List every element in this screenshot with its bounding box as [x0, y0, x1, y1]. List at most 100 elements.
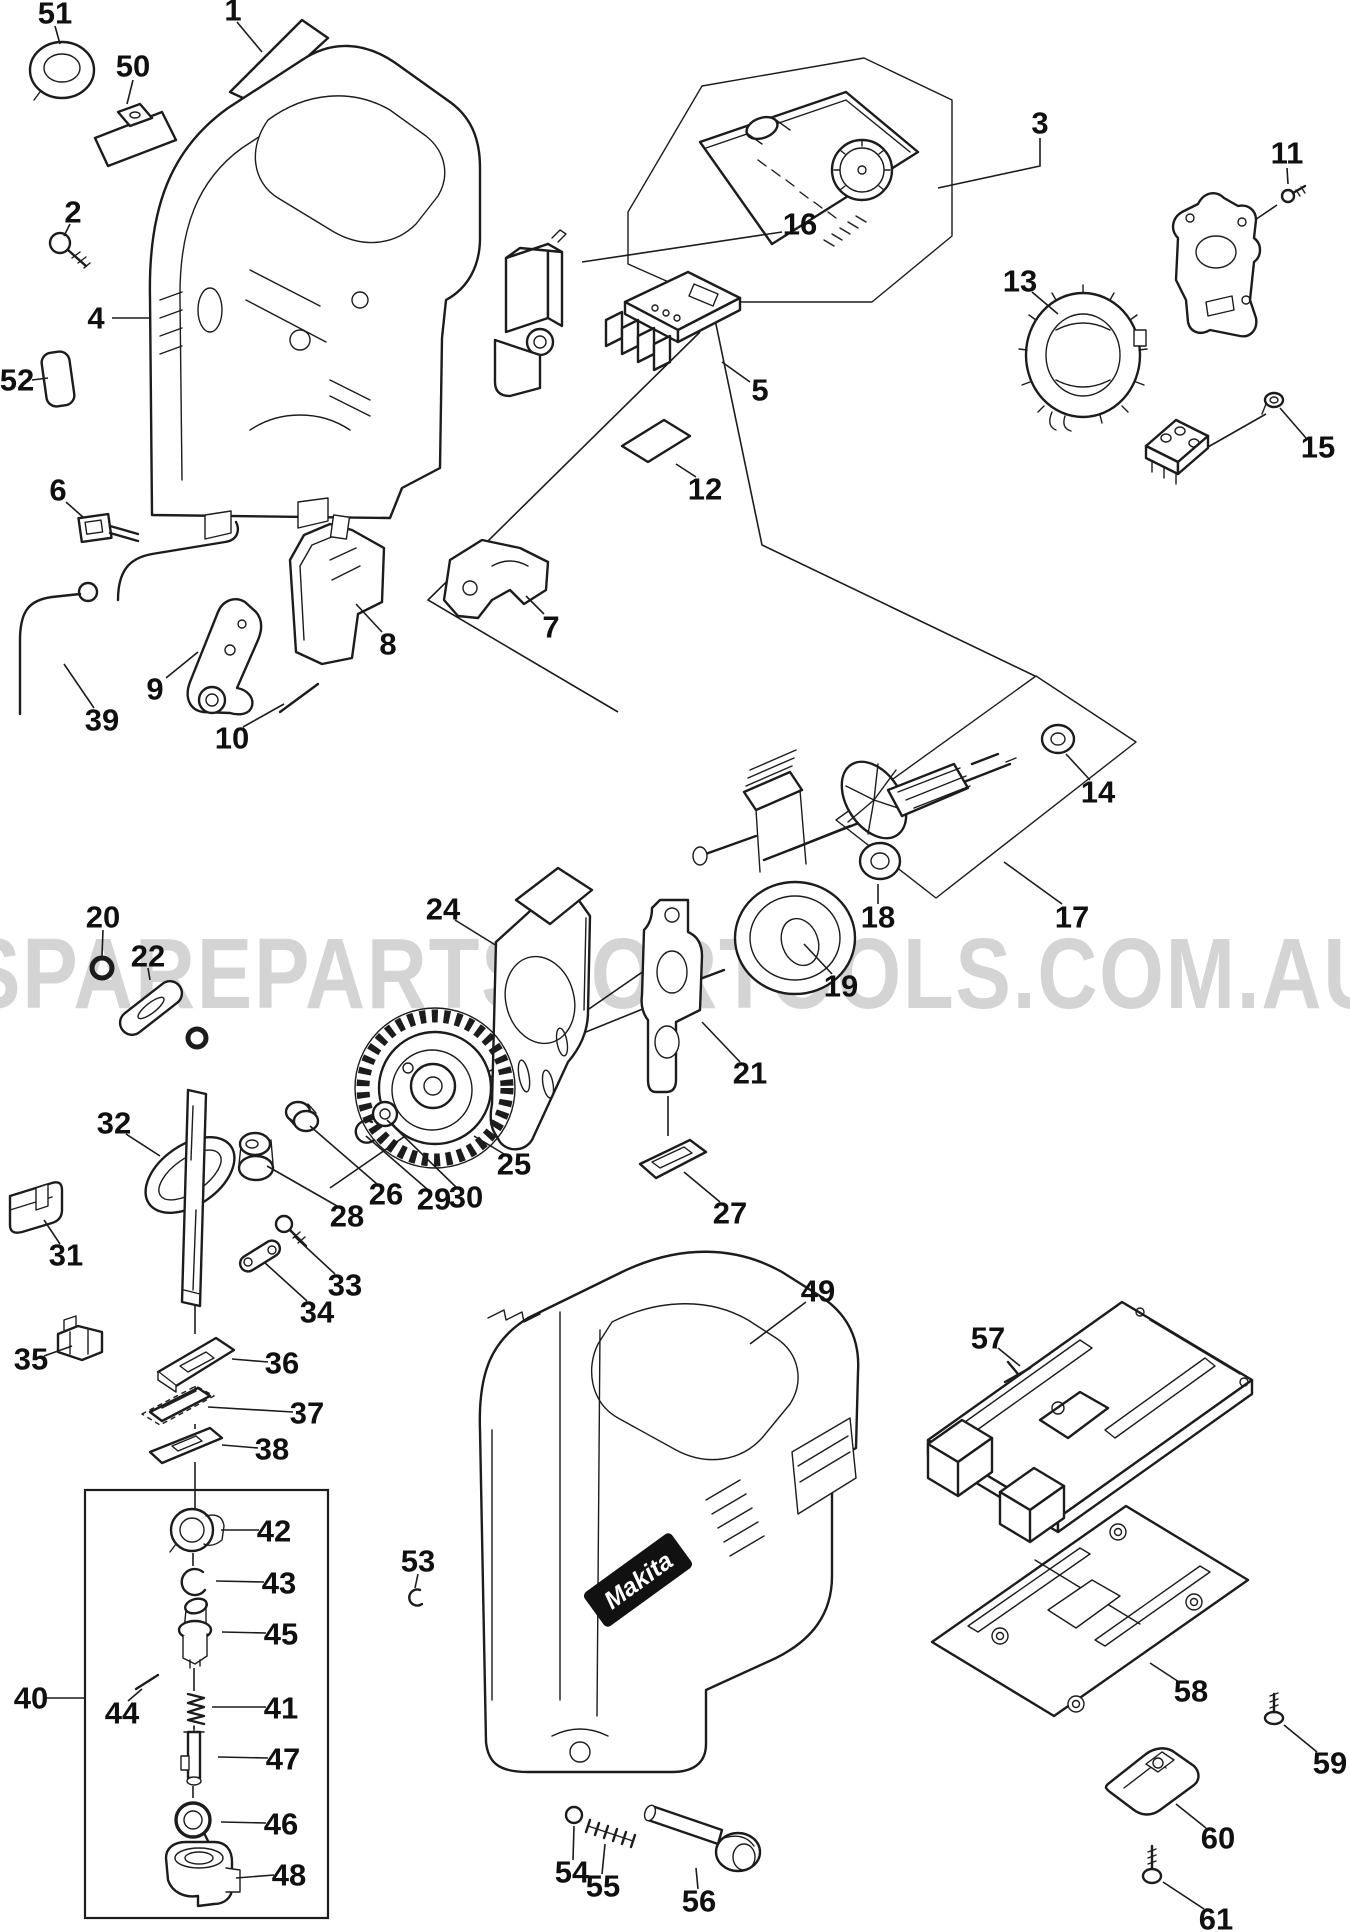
part-37-pad [141, 1385, 215, 1426]
callout-number-45: 45 [264, 1617, 298, 1652]
leader-line-3 [937, 138, 1041, 189]
leader-line-16 [581, 231, 783, 263]
part-55-spring [584, 1818, 637, 1849]
leader-line-58 [1149, 1662, 1180, 1683]
callout-number-9: 9 [146, 672, 163, 707]
callout-number-51: 51 [38, 0, 72, 31]
leader-line-17 [1003, 861, 1063, 905]
callout-number-17: 17 [1055, 900, 1089, 935]
callout-number-61: 61 [1199, 1902, 1233, 1932]
callout-number-2: 2 [64, 195, 81, 230]
leader-line-24 [454, 919, 498, 947]
leader-line-52 [31, 377, 49, 381]
leader-line-60 [1175, 1803, 1207, 1829]
part-12-pad [620, 418, 692, 464]
part-26-nut [284, 1100, 320, 1133]
leader-line-48 [235, 1874, 275, 1879]
leader-line-12 [675, 463, 697, 478]
callout-number-16: 16 [783, 207, 817, 242]
callout-number-44: 44 [105, 1696, 140, 1731]
callout-number-48: 48 [272, 1858, 306, 1893]
part-46-retainer-ring [174, 1801, 212, 1847]
callout-number-11: 11 [1271, 136, 1304, 171]
leader-line-28 [266, 1165, 338, 1207]
part-30-washer [371, 1100, 399, 1128]
callout-number-13: 13 [1003, 264, 1037, 299]
leader-line-19 [803, 943, 833, 975]
leader-line-54 [572, 1825, 575, 1861]
callout-number-53: 53 [401, 1544, 435, 1579]
callout-number-26: 26 [369, 1177, 403, 1212]
part-25-gear [354, 1007, 516, 1169]
part-42-flanged-ring [169, 1507, 225, 1553]
leader-line-33 [293, 1235, 336, 1275]
leader-line-43 [215, 1580, 265, 1583]
part-60-blade-clamp [1104, 1747, 1200, 1816]
leader-line-51 [54, 25, 61, 45]
callout-number-28: 28 [330, 1199, 364, 1234]
callout-number-38: 38 [255, 1432, 289, 1467]
part-53-clip [408, 1588, 424, 1607]
part-36-slider-pad [156, 1336, 236, 1393]
part-35-holder-clamp [56, 1315, 104, 1362]
part-6-connector [77, 512, 140, 544]
part-31-clamp-shoe [8, 1181, 64, 1234]
callout-number-55: 55 [586, 1869, 620, 1904]
leader-line-1 [236, 21, 263, 53]
part-11-screw [1280, 184, 1307, 204]
leader-line-8 [355, 603, 383, 633]
leader-line-46 [220, 1821, 267, 1824]
part-17-armature-box [835, 675, 1137, 899]
leader-line-10 [242, 703, 285, 728]
part-2-screw [48, 231, 91, 269]
part-57-base-assembly [926, 1300, 1254, 1544]
callout-number-47: 47 [266, 1742, 300, 1777]
leader-line-25 [473, 1135, 505, 1155]
callout-number-52: 52 [0, 363, 34, 398]
part-14-bearing [1040, 723, 1076, 755]
leader-line-47 [217, 1756, 269, 1759]
leader-line-44 [127, 1688, 143, 1702]
part-18-bearing [858, 841, 902, 881]
callout-number-43: 43 [262, 1566, 296, 1601]
callout-number-39: 39 [85, 703, 119, 738]
callout-number-1: 1 [224, 0, 241, 28]
callout-number-10: 10 [215, 721, 249, 756]
leader-line-14 [1065, 753, 1091, 781]
part-3-controller-assembly [627, 57, 953, 303]
part-20-o-ring [89, 955, 115, 981]
part-17-armature [762, 752, 1017, 862]
part-10-pin [278, 682, 320, 714]
leader-line-59 [1283, 1724, 1318, 1753]
part-28-bushing [237, 1131, 275, 1182]
callout-number-33: 33 [328, 1268, 362, 1303]
part-34-link-plate [238, 1239, 282, 1273]
callout-number-14: 14 [1081, 775, 1116, 810]
leader-line-36 [231, 1358, 269, 1363]
leader-line-31 [43, 1219, 61, 1245]
leader-line-57 [997, 1347, 1021, 1367]
leader-line-35 [43, 1345, 73, 1357]
part-15-screw [1261, 391, 1285, 415]
callout-number-35: 35 [14, 1342, 48, 1377]
callout-number-15: 15 [1301, 430, 1335, 465]
leader-line-13 [1031, 291, 1059, 315]
leader-line-7 [525, 595, 545, 615]
leader-line-38 [221, 1444, 259, 1449]
callout-number-25: 25 [497, 1147, 531, 1182]
callout-number-42: 42 [257, 1514, 291, 1549]
part-48-holder-cup [164, 1840, 241, 1908]
part-brush-holder-block [1144, 418, 1210, 485]
callout-number-32: 32 [97, 1106, 131, 1141]
leader-line-37 [207, 1406, 294, 1413]
callout-number-12: 12 [688, 472, 722, 507]
part-41-spring [186, 1692, 206, 1726]
part-21-guide-plate [640, 898, 704, 1094]
callout-number-49: 49 [801, 1274, 835, 1309]
leader-line-45 [221, 1631, 267, 1634]
callout-number-7: 7 [542, 610, 559, 645]
callout-number-50: 50 [116, 49, 150, 84]
callout-number-58: 58 [1174, 1674, 1208, 1709]
